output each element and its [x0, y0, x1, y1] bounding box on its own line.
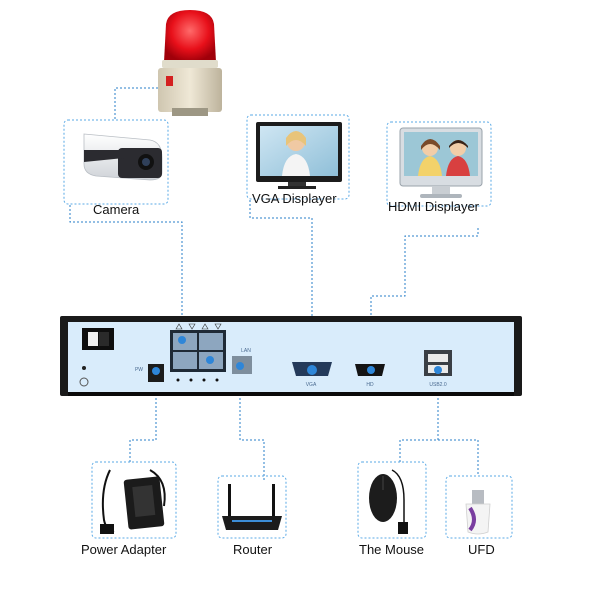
mouse-icon: [369, 469, 408, 534]
device-frames: [63, 114, 513, 539]
ufd-label: UFD: [468, 542, 495, 557]
nvr-rear-panel: [60, 316, 522, 396]
lan-port-label: LAN: [241, 348, 251, 354]
usb-port-label: USB2.0: [429, 382, 446, 388]
power-adapter-icon: [100, 469, 166, 534]
camera-label: Camera: [93, 202, 140, 217]
vga-displayer-label: VGA Displayer: [252, 191, 337, 206]
vga-monitor-icon: [256, 122, 342, 189]
hdmi-displayer-label: HDMI Displayer: [388, 199, 480, 214]
usb-drive-icon: [465, 490, 491, 535]
alarm-light-icon: [158, 10, 222, 116]
pw-port-label: PW: [135, 367, 143, 373]
vga-port-label: VGA: [306, 382, 317, 388]
camera-icon: [83, 133, 163, 181]
power-adapter-label: Power Adapter: [81, 542, 167, 557]
router-icon: [222, 484, 282, 530]
connector-lines: [69, 87, 479, 480]
hdmi-monitor-icon: [399, 127, 483, 198]
router-label: Router: [233, 542, 273, 557]
hd-port-label: HD: [366, 382, 374, 388]
mouse-label: The Mouse: [359, 542, 425, 557]
